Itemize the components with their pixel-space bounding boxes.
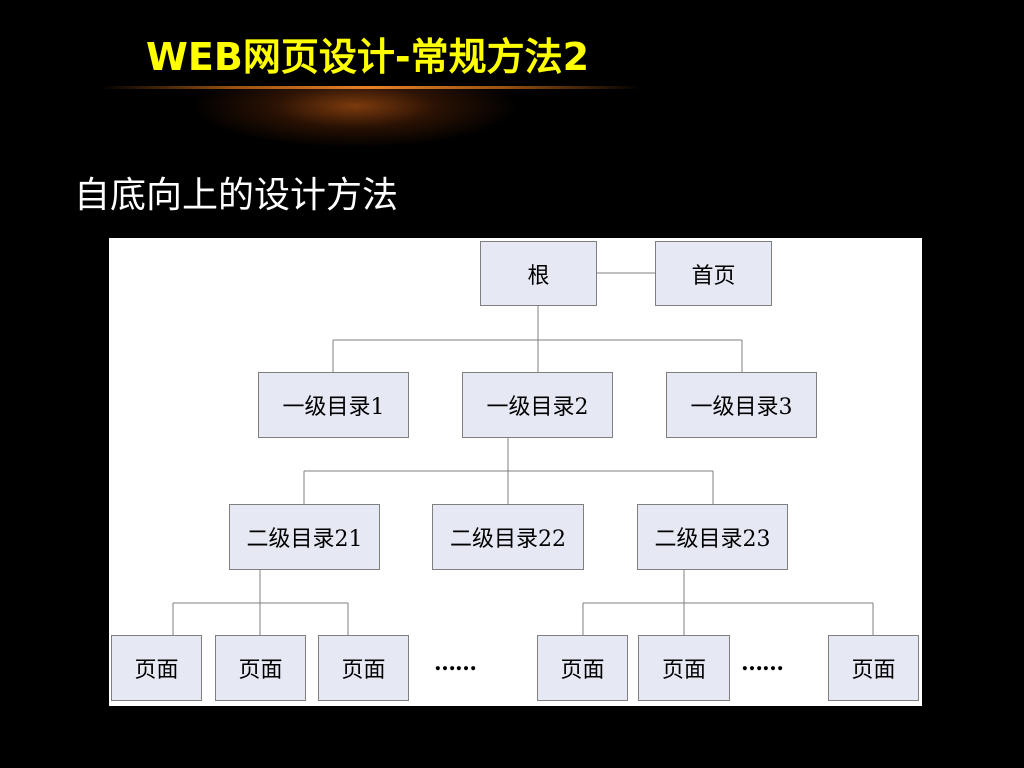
connector-lines (172, 272, 874, 635)
ellipsis-left: …… (434, 650, 477, 676)
page-node-1: 页面 (111, 635, 202, 701)
level1-node-3: 一级目录3 (666, 372, 817, 438)
slide-subtitle: 自底向上的设计方法 (74, 175, 399, 216)
page-node-6: 页面 (828, 635, 919, 701)
title-glow-decoration (190, 88, 520, 148)
level2-node-22: 二级目录22 (432, 504, 584, 570)
title-underline (100, 86, 640, 89)
page-node-3: 页面 (318, 635, 409, 701)
level2-node-21: 二级目录21 (229, 504, 380, 570)
level1-node-1: 一级目录1 (258, 372, 409, 438)
home-node: 首页 (655, 241, 772, 306)
hierarchy-diagram: 根 首页 一级目录1 一级目录2 一级目录3 二级目录21 二级目录22 二级目… (109, 238, 922, 706)
level2-node-23: 二级目录23 (637, 504, 788, 570)
page-node-2: 页面 (215, 635, 306, 701)
ellipsis-right: …… (741, 650, 784, 676)
root-node: 根 (480, 241, 597, 306)
slide-title: WEB网页设计-常规方法2 (146, 35, 590, 79)
level1-node-2: 一级目录2 (462, 372, 613, 438)
page-node-4: 页面 (537, 635, 628, 701)
page-node-5: 页面 (638, 635, 730, 701)
